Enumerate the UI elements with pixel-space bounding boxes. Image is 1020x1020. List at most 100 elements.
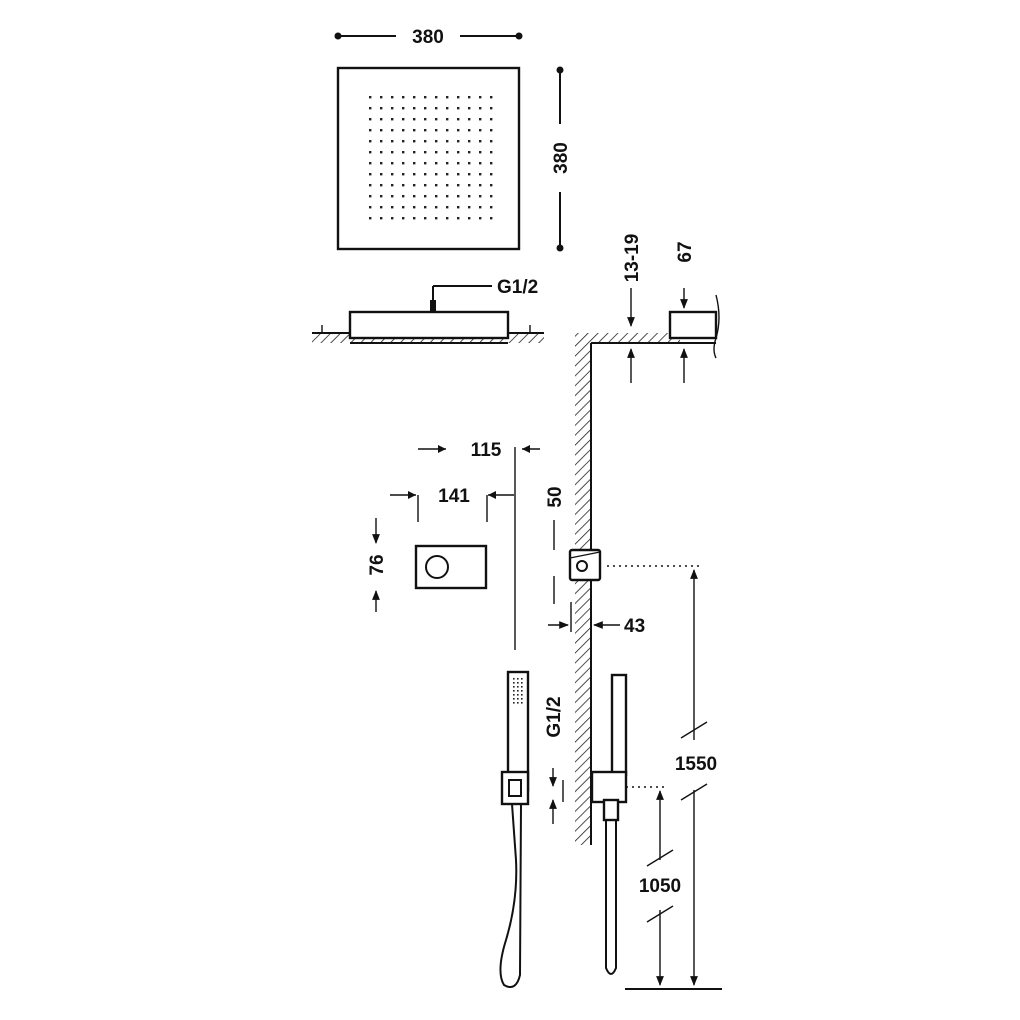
nozzle-dot	[424, 151, 427, 154]
nozzle-dot	[369, 140, 372, 143]
nozzle-dot	[369, 96, 372, 99]
rain-width-label: 380	[412, 27, 444, 48]
nozzle-dot	[468, 129, 471, 132]
nozzle-dot	[402, 107, 405, 110]
nozzle-dot	[479, 217, 482, 220]
nozzle-dot	[457, 129, 460, 132]
nozzle-dot	[479, 96, 482, 99]
rain-height-label: 380	[551, 142, 572, 174]
nozzle-dot	[369, 217, 372, 220]
nozzle-dot	[391, 140, 394, 143]
nozzle-dot	[446, 195, 449, 198]
hand-nozzle-dot	[521, 690, 523, 692]
nozzle-dot	[402, 184, 405, 187]
nozzle-dot	[424, 173, 427, 176]
nozzle-dot	[479, 140, 482, 143]
plate-inner-dimension: 141	[390, 486, 514, 522]
nozzle-dot	[413, 217, 416, 220]
nozzle-dot	[369, 129, 372, 132]
nozzle-dot	[402, 162, 405, 165]
nozzle-dot	[490, 118, 493, 121]
nozzle-dot	[380, 129, 383, 132]
nozzle-dot	[468, 184, 471, 187]
nozzle-dot	[391, 206, 394, 209]
height-bracket-dimension: 1550	[675, 569, 717, 986]
nozzle-dot	[457, 118, 460, 121]
nozzle-dot	[402, 118, 405, 121]
hand-nozzle-dot	[513, 682, 515, 684]
nozzle-dot	[402, 195, 405, 198]
nozzle-dot	[479, 195, 482, 198]
nozzle-dot	[391, 151, 394, 154]
nozzle-dot	[468, 173, 471, 176]
nozzle-dot	[468, 195, 471, 198]
nozzle-dot	[402, 140, 405, 143]
rain-width-dimension: 380	[334, 27, 523, 48]
nozzle-dot	[479, 184, 482, 187]
nozzle-dot	[402, 129, 405, 132]
nozzle-dot	[446, 184, 449, 187]
bracket-height-dimension: 50	[545, 486, 566, 604]
nozzle-dot	[479, 173, 482, 176]
height-outlet-dimension: 1050	[639, 790, 681, 986]
nozzle-dot	[424, 206, 427, 209]
bracket-depth-label: 43	[624, 616, 645, 637]
nozzle-dot	[457, 107, 460, 110]
nozzle-dot	[424, 118, 427, 121]
nozzle-dot	[457, 151, 460, 154]
nozzle-dot	[479, 151, 482, 154]
nozzle-dot	[413, 129, 416, 132]
rain-head-top-view	[336, 66, 521, 251]
nozzle-dot	[490, 206, 493, 209]
hand-nozzle-dot	[517, 698, 519, 700]
control-plate	[414, 544, 488, 590]
hand-shower-front-view	[499, 670, 530, 988]
nozzle-dot	[490, 195, 493, 198]
plate-outer-label: 115	[471, 440, 502, 461]
nozzle-dot	[369, 173, 372, 176]
nozzle-dot	[380, 151, 383, 154]
nozzle-dot	[435, 162, 438, 165]
nozzle-dot	[435, 96, 438, 99]
ceiling-gap-label: 13-19	[622, 234, 643, 283]
nozzle-dot	[457, 173, 460, 176]
nozzle-dot	[369, 206, 372, 209]
nozzle-dot	[413, 118, 416, 121]
inlet-side-dimension: G1/2	[544, 696, 565, 824]
nozzle-dot	[402, 173, 405, 176]
nozzle-dot	[413, 173, 416, 176]
nozzle-dot	[391, 118, 394, 121]
hand-nozzle-dot	[517, 690, 519, 692]
hand-nozzle-dot	[513, 690, 515, 692]
nozzle-dot	[380, 118, 383, 121]
nozzle-dot	[457, 96, 460, 99]
nozzle-dot	[479, 206, 482, 209]
depth-label: 67	[675, 241, 696, 262]
nozzle-dot	[490, 107, 493, 110]
nozzle-dot	[435, 129, 438, 132]
hand-nozzle-dot	[517, 702, 519, 704]
nozzle-dot	[413, 195, 416, 198]
nozzle-dot	[380, 195, 383, 198]
mounted-hand-shower	[590, 673, 628, 975]
hand-nozzle-dot	[521, 682, 523, 684]
nozzle-dot	[468, 96, 471, 99]
nozzle-dot	[402, 206, 405, 209]
ceiling-gap-dimension: 13-19	[622, 234, 643, 383]
nozzle-dot	[446, 140, 449, 143]
nozzle-dot	[435, 184, 438, 187]
nozzle-dot	[380, 162, 383, 165]
nozzle-dot	[413, 107, 416, 110]
nozzle-dot	[369, 195, 372, 198]
hand-nozzle-dot	[521, 694, 523, 696]
nozzle-dot	[435, 206, 438, 209]
height-bracket-label: 1550	[675, 754, 717, 775]
nozzle-dot	[391, 173, 394, 176]
hand-nozzle-dot	[521, 702, 523, 704]
nozzle-dot	[369, 162, 372, 165]
nozzle-dot	[468, 107, 471, 110]
nozzle-dot	[468, 118, 471, 121]
nozzle-dot	[446, 206, 449, 209]
nozzle-dot	[457, 195, 460, 198]
nozzle-dot	[391, 107, 394, 110]
